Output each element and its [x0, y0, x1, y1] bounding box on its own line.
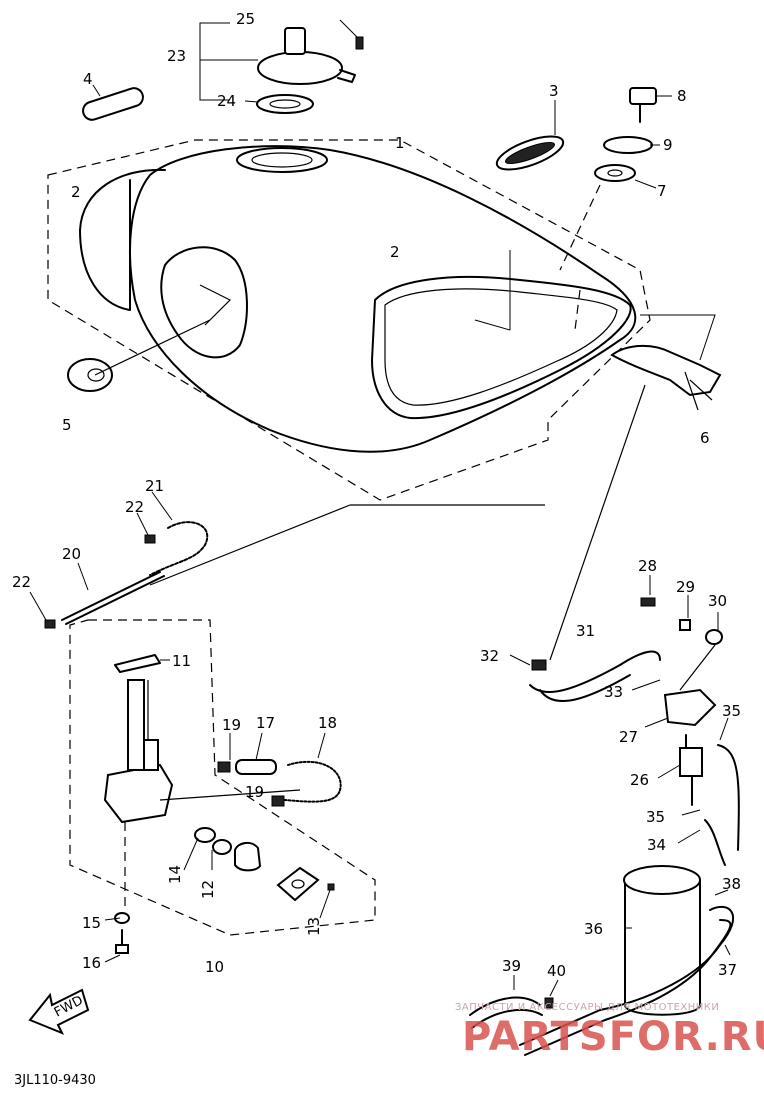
- watermark-logo: PARTSFOR.RU: [462, 1014, 764, 1060]
- callout-2-right: 2: [390, 243, 400, 261]
- callout-31: 31: [576, 622, 595, 640]
- callout-36: 36: [584, 920, 603, 938]
- diagram-code: 3JL110-9430: [14, 1073, 96, 1088]
- part-4-grommet: [82, 84, 144, 121]
- callout-1: 1: [395, 134, 405, 152]
- callout-38: 38: [722, 875, 741, 893]
- callout-35-upper: 35: [722, 702, 741, 720]
- callout-29: 29: [676, 578, 695, 596]
- fuel-cap-assembly: [199, 19, 364, 114]
- part-9-plate: [603, 136, 660, 154]
- callout-14: 14: [166, 865, 184, 884]
- callout-19-upper: 19: [222, 716, 241, 734]
- callout-10: 10: [205, 958, 224, 976]
- callout-15: 15: [82, 914, 101, 932]
- callout-30: 30: [708, 592, 727, 610]
- callout-labels: 1 2 2 3 4 5 6 7 8 9 10 11 12 13 14 15 16…: [12, 10, 741, 980]
- callout-34: 34: [647, 836, 666, 854]
- callout-24: 24: [217, 92, 236, 110]
- callout-21: 21: [145, 477, 164, 495]
- part-3-emblem: [495, 100, 565, 171]
- callout-5: 5: [62, 416, 72, 434]
- callout-11: 11: [172, 652, 191, 670]
- callout-17: 17: [256, 714, 275, 732]
- part-6-bracket: [610, 314, 722, 411]
- callout-33: 33: [604, 683, 623, 701]
- callout-22-left: 22: [12, 573, 31, 591]
- callout-12: 12: [199, 880, 217, 899]
- callout-28: 28: [638, 557, 657, 575]
- callout-6: 6: [700, 429, 710, 447]
- callout-2-left: 2: [71, 183, 81, 201]
- callout-22-upper: 22: [125, 498, 144, 516]
- callout-4: 4: [83, 70, 93, 88]
- callout-25: 25: [236, 10, 255, 28]
- forward-arrow-icon: FWD: [28, 988, 90, 1035]
- callout-37: 37: [718, 961, 737, 979]
- canister-group: [469, 384, 740, 1056]
- callout-16: 16: [82, 954, 101, 972]
- callout-18: 18: [318, 714, 337, 732]
- callout-27: 27: [619, 728, 638, 746]
- part-7-damper: [594, 164, 657, 189]
- part-5-cap-nut: [67, 319, 211, 392]
- callout-9: 9: [663, 136, 673, 154]
- callout-20: 20: [62, 545, 81, 563]
- callout-26: 26: [630, 771, 649, 789]
- callout-32: 32: [480, 647, 499, 665]
- fuel-hose-set: [217, 732, 342, 807]
- watermark-tagline: ЗАПЧАСТИ И АКСЕССУАРЫ ДЛЯ МОТОТЕХНИКИ: [455, 1002, 719, 1013]
- callout-19-lower: 19: [245, 783, 264, 801]
- fuel-tank-assembly: [47, 139, 651, 501]
- callout-13: 13: [305, 917, 323, 936]
- callout-3: 3: [549, 82, 559, 100]
- callout-40: 40: [547, 962, 566, 980]
- callout-35-lower: 35: [646, 808, 665, 826]
- part-8-bolt: [629, 87, 672, 123]
- fuel-cock-group: [69, 619, 376, 963]
- callout-23: 23: [167, 47, 186, 65]
- callout-39: 39: [502, 957, 521, 975]
- callout-7: 7: [657, 182, 667, 200]
- fuel-line-set: [29, 491, 545, 629]
- callout-8: 8: [677, 87, 687, 105]
